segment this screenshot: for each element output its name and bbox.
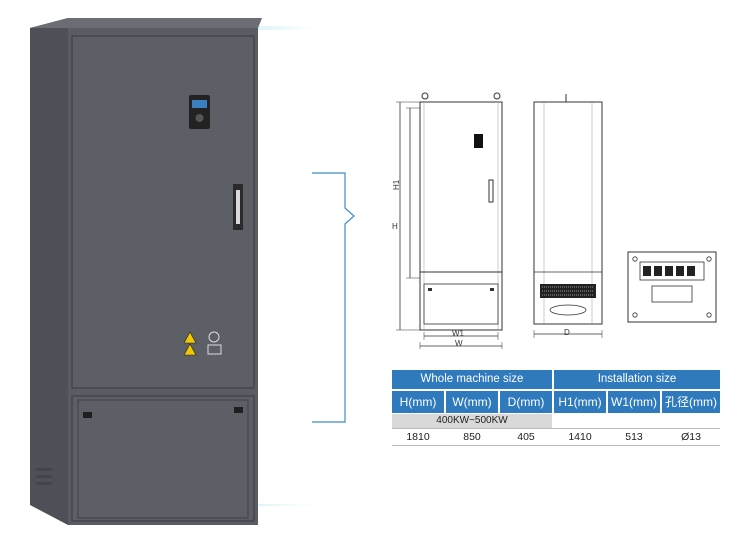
table-cell-hole-diameter: Ø13: [681, 431, 701, 443]
dim-label-w: W: [455, 339, 463, 348]
dim-label-h: H: [392, 222, 398, 231]
table-cell-h1: 1410: [568, 431, 592, 443]
dim-label-d: D: [564, 328, 570, 337]
side-view-drawing: [533, 94, 603, 338]
callout-connector: [312, 172, 355, 423]
table-group-whole-machine: Whole machine size: [392, 370, 552, 389]
table-header-w: W(mm): [446, 391, 498, 413]
bottom-view-drawing: [627, 251, 717, 323]
table-divider: [392, 428, 720, 429]
cabinet-illustration: [30, 18, 314, 525]
dim-label-h1: H1: [392, 179, 401, 190]
table-header-h: H(mm): [392, 391, 444, 413]
table-cell-w1: 513: [625, 431, 643, 443]
product-photo: [0, 0, 330, 543]
table-group-installation: Installation size: [554, 370, 720, 389]
table-cell-w: 850: [463, 431, 481, 443]
table-header-d: D(mm): [500, 391, 552, 413]
table-cell-h: 1810: [406, 431, 430, 443]
table-header-h1: H1(mm): [554, 391, 606, 413]
front-view-drawing: [396, 92, 503, 349]
table-header-hole-diameter: 孔径(mm): [662, 391, 720, 413]
dim-label-w1: W1: [452, 329, 464, 338]
power-range-band: 400KW~500KW: [392, 414, 552, 428]
table-header-w1: W1(mm): [608, 391, 660, 413]
table-cell-d: 405: [517, 431, 535, 443]
table-bottom-line: [392, 445, 720, 446]
